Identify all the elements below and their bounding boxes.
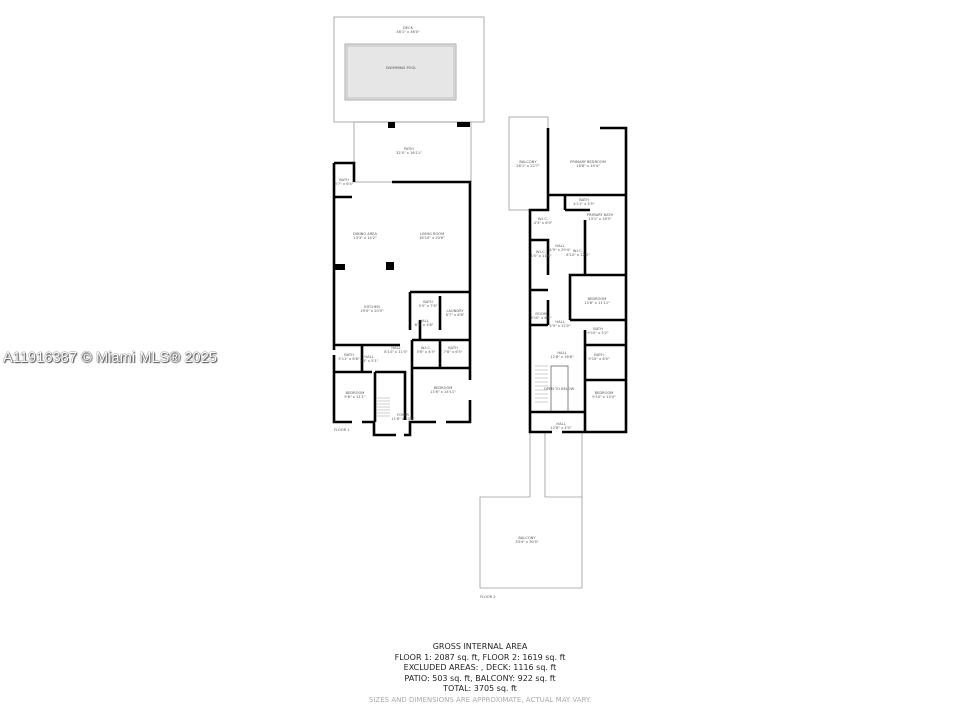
floor-1-columns [335, 122, 470, 270]
floor-1-outdoor [333, 16, 485, 183]
room-label-pool: SWIMMING POOL [385, 66, 417, 70]
room-label-wic: W.I.C.8'10" x 12'0" [566, 249, 590, 258]
summary-patio-balcony: PATIO: 503 sq. ft, BALCONY: 922 sq. ft [404, 673, 556, 683]
summary-disclaimer: SIZES AND DIMENSIONS ARE APPROXIMATE, AC… [368, 695, 592, 704]
floor-2-label: FLOOR 2 [480, 595, 496, 599]
floor-2-stairs [535, 365, 548, 403]
summary-floors: FLOOR 1: 2087 sq. ft, FLOOR 2: 1619 sq. … [394, 652, 566, 662]
summary-total: TOTAL: 3705 sq. ft [443, 684, 517, 693]
mls-watermark: A11916387 © Miami MLS® 2025 [3, 350, 218, 366]
floor-1-stairs [377, 397, 390, 417]
room-label-wic: W.I.C.4'5" x 11'8" [530, 250, 552, 259]
floor-1-walls [332, 161, 472, 437]
room-label-open-to-below: OPEN TO BELOW [543, 387, 575, 391]
room-label-wic: W.I.C.4'3" x 6'0" [533, 217, 553, 226]
floor-2-walls [528, 126, 628, 434]
floor-1-label: FLOOR 1 [334, 428, 350, 432]
summary-title: GROSS INTERNAL AREA [432, 642, 528, 651]
room-label-wic: W.I.C.5'6" x 4'5" [416, 346, 436, 355]
area-summary: GROSS INTERNAL AREA FLOOR 1: 2087 sq. ft… [0, 642, 960, 705]
summary-excluded: EXCLUDED AREAS: , DECK: 1116 sq. ft [403, 663, 557, 672]
balcony-bottom [479, 432, 583, 589]
pool [344, 43, 457, 101]
